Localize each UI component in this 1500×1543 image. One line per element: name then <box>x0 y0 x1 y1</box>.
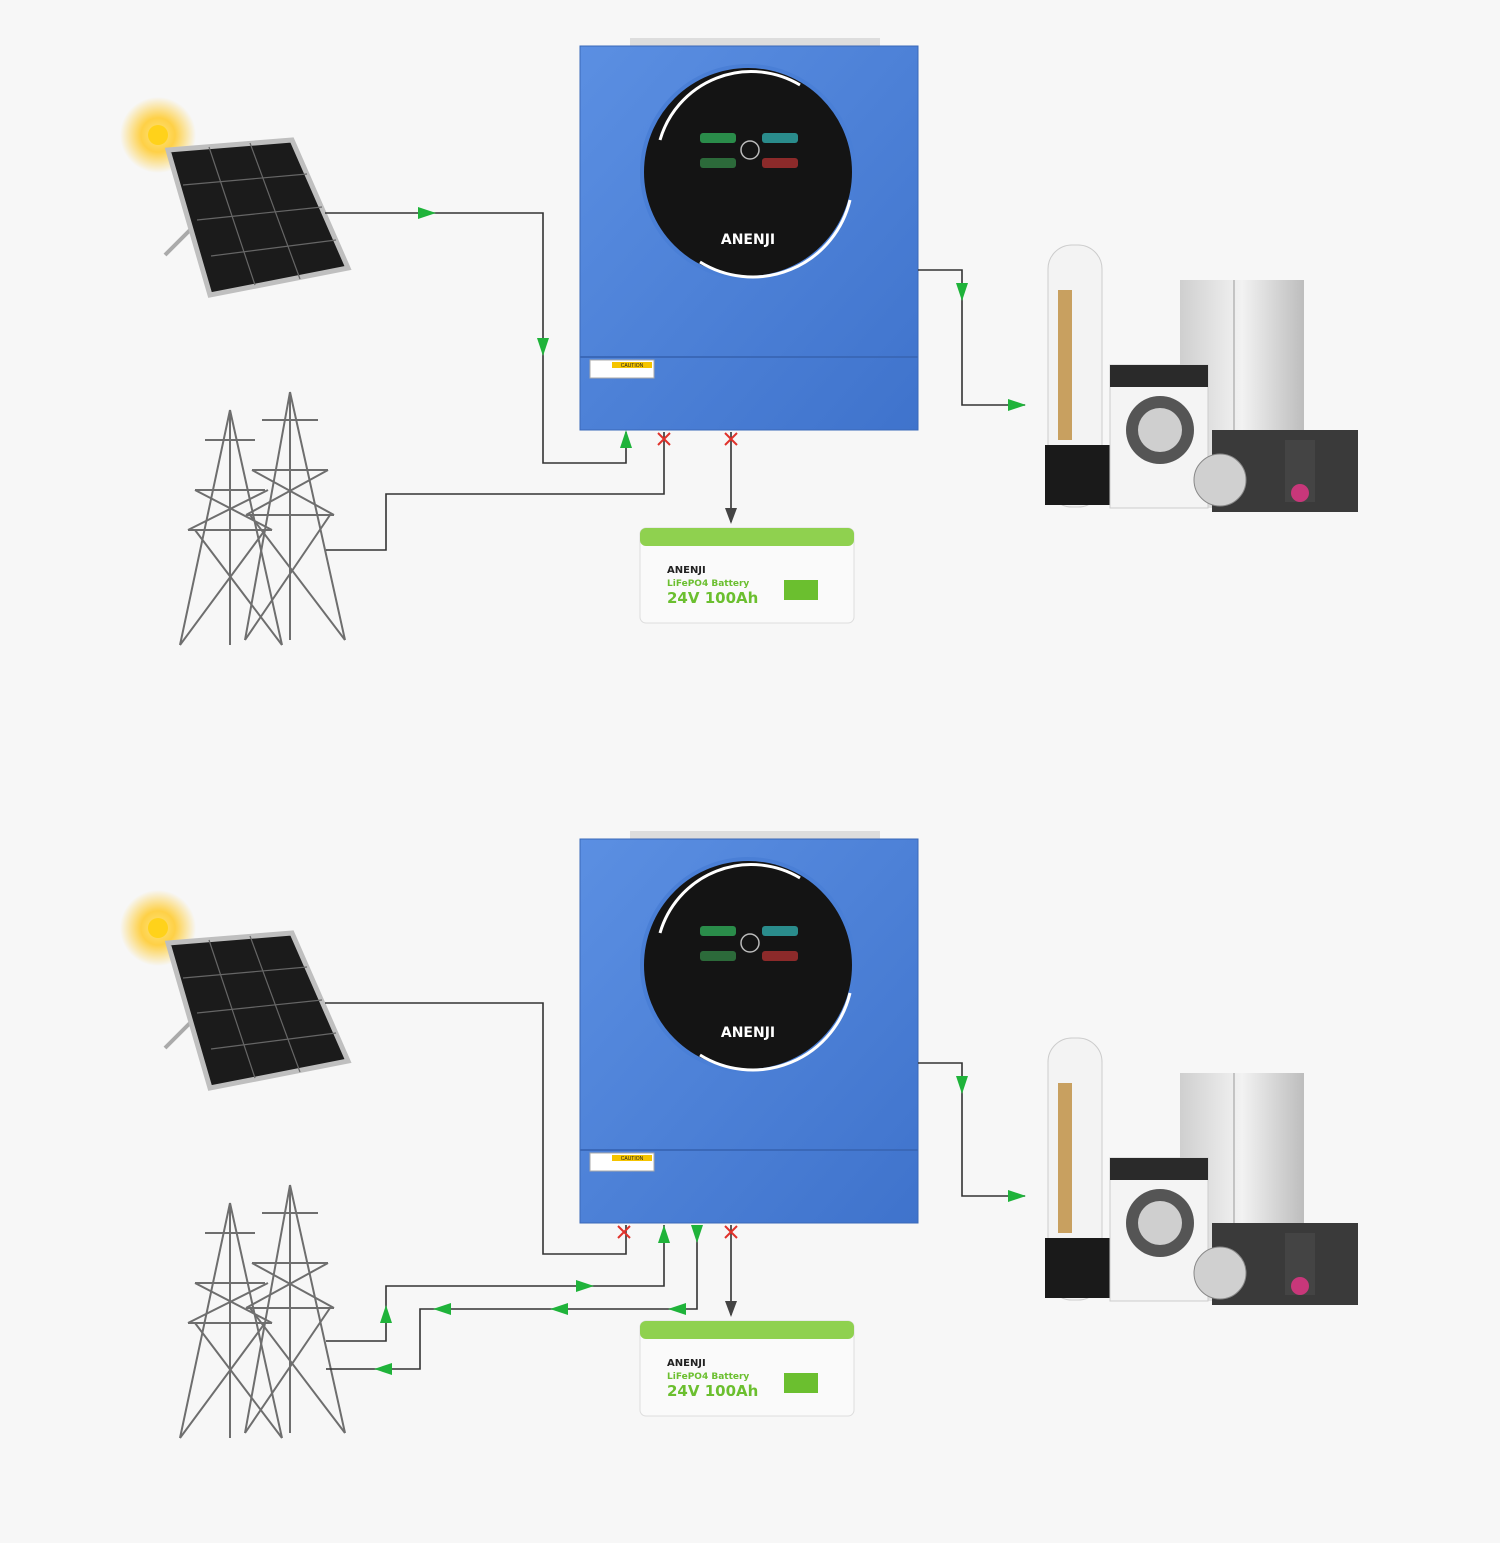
flow-arrow <box>1008 399 1026 411</box>
x-mark <box>724 432 738 446</box>
inverter-brand: ANENJI <box>721 232 775 248</box>
flow-arrow <box>620 430 632 448</box>
blocked-markers <box>617 1225 738 1239</box>
inverter-brand: ANENJI <box>721 1025 775 1041</box>
utility-grid-towers <box>179 391 346 646</box>
solar-panel <box>120 97 352 298</box>
flow-arrow <box>956 283 968 301</box>
flow-arrow <box>433 1303 451 1315</box>
battery-brand: ANENJI <box>667 565 706 576</box>
utility-grid-towers <box>179 1184 346 1439</box>
battery-spec: 24V 100Ah <box>667 1382 758 1400</box>
battery-type: LiFePO4 Battery <box>667 579 749 589</box>
flow-lines <box>325 212 1025 551</box>
household-appliances <box>1045 1037 1358 1305</box>
x-mark <box>657 432 671 446</box>
flow-arrow <box>658 1225 670 1243</box>
hybrid-inverter: ANENJI CAUTION <box>579 831 919 1224</box>
rice-cooker <box>1193 1246 1247 1300</box>
system-diagram-mode-1: ANENJI CAUTION ANENJI LiFePO4 Battery 24… <box>0 0 1500 750</box>
load-line <box>918 1062 1025 1197</box>
solar-panel <box>120 890 352 1091</box>
flow-arrow <box>418 207 436 219</box>
flow-arrow <box>550 1303 568 1315</box>
hybrid-inverter: ANENJI CAUTION <box>579 38 919 431</box>
load-line <box>918 269 1025 406</box>
flow-arrow <box>576 1280 594 1292</box>
household-appliances <box>1045 244 1358 512</box>
battery-type: LiFePO4 Battery <box>667 1372 749 1382</box>
lifepo4-battery: ANENJI LiFePO4 Battery 24V 100Ah <box>639 1320 855 1417</box>
caution-label: CAUTION <box>621 363 644 369</box>
solar-line <box>325 212 627 464</box>
x-mark <box>617 1225 631 1239</box>
rice-cooker <box>1193 453 1247 507</box>
flow-arrow <box>374 1363 392 1375</box>
solar-line <box>325 1002 627 1255</box>
blocked-markers <box>657 432 738 446</box>
flow-arrow <box>956 1076 968 1094</box>
grid-line <box>326 432 665 551</box>
flow-arrow <box>691 1225 703 1243</box>
flow-arrow <box>537 338 549 356</box>
flow-arrow <box>1008 1190 1026 1202</box>
caution-label: CAUTION <box>621 1156 644 1162</box>
battery-arrow <box>725 1301 737 1317</box>
flow-arrows <box>374 1076 1026 1375</box>
flow-arrows <box>418 207 1026 524</box>
x-mark <box>724 1225 738 1239</box>
battery-arrow <box>725 508 737 524</box>
flow-arrow <box>380 1305 392 1323</box>
battery-brand: ANENJI <box>667 1358 706 1369</box>
grid-import-line <box>326 1225 665 1342</box>
battery-spec: 24V 100Ah <box>667 589 758 607</box>
flow-arrow <box>668 1303 686 1315</box>
system-diagram-mode-2: ANENJI CAUTION ANENJI LiFePO4 Battery 24… <box>0 793 1500 1543</box>
lifepo4-battery: ANENJI LiFePO4 Battery 24V 100Ah <box>639 527 855 624</box>
